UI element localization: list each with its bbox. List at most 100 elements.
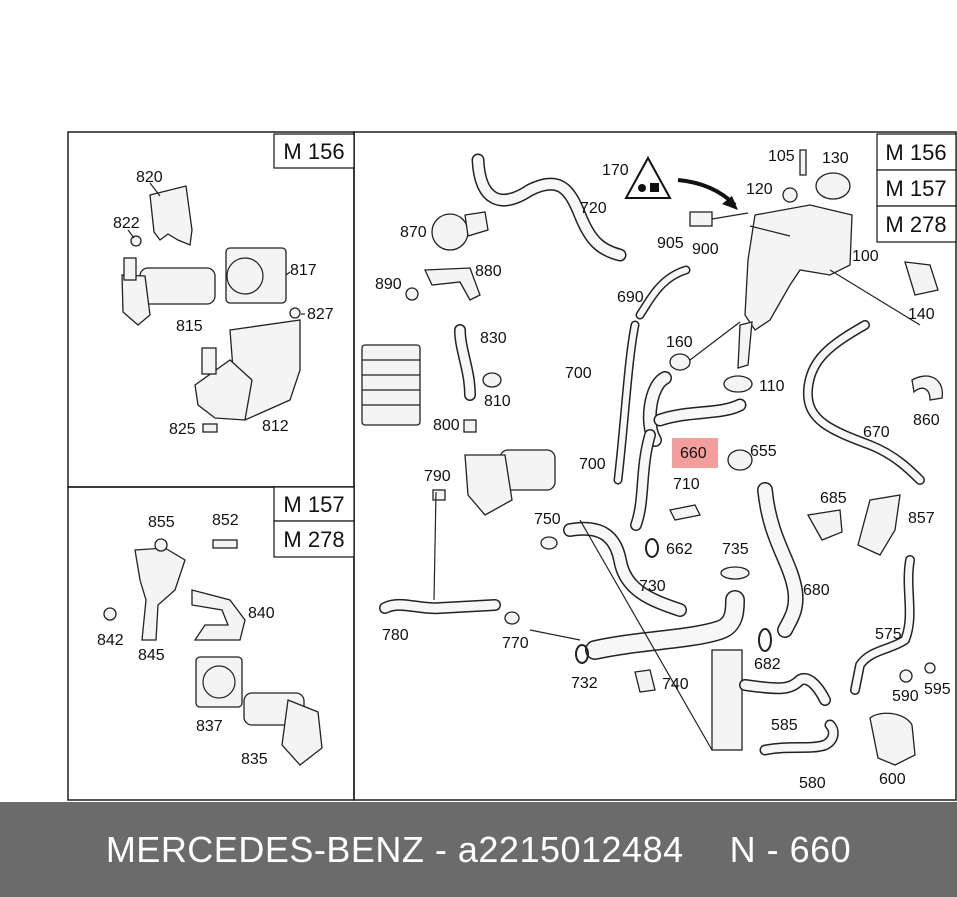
part-700-hose [613, 320, 640, 485]
part-815-pump [121, 257, 216, 326]
label-815: 815 [176, 318, 203, 335]
label-857: 857 [908, 510, 935, 527]
part-732-ring [575, 644, 589, 664]
footer-part-number: a2215012484 [457, 828, 684, 870]
label-140: 140 [908, 306, 935, 323]
part-780-hose [379, 598, 501, 615]
part-770-clamp [504, 611, 520, 625]
part-690-hose [635, 265, 691, 320]
label-810: 810 [484, 393, 511, 410]
part-732-hose [585, 590, 745, 660]
svg-text:M 156: M 156 [885, 140, 946, 165]
label-735: 735 [722, 541, 749, 558]
label-682: 682 [754, 656, 781, 673]
part-660-hose [630, 371, 747, 531]
label-812: 812 [262, 418, 289, 435]
part-790-clamp [432, 489, 446, 501]
label-590: 590 [892, 688, 919, 705]
part-817-cover [225, 247, 287, 304]
part-655-clamp [727, 449, 753, 471]
footer-ref: N - 660 [729, 828, 852, 870]
label-130: 130 [822, 150, 849, 167]
label-105: 105 [768, 148, 795, 165]
part-110-grommet [723, 375, 753, 393]
label-690: 690 [617, 289, 644, 306]
part-105-clip [799, 149, 807, 176]
part-835-pump [243, 692, 323, 766]
label-685: 685 [820, 490, 847, 507]
leader-lines-right [433, 225, 921, 641]
label-835: 835 [241, 751, 268, 768]
label-880: 880 [475, 263, 502, 280]
part-595-washer [924, 662, 936, 674]
label-700b: 700 [579, 456, 606, 473]
label-720: 720 [580, 200, 607, 217]
label-740: 740 [662, 676, 689, 693]
part-730-hose [563, 521, 687, 617]
part-680-hose [757, 482, 804, 638]
model-tag-right: M 156 M 157 M 278 [876, 133, 957, 243]
label-827: 827 [307, 306, 334, 323]
part-800-washer [463, 419, 477, 433]
part-820-bracket [149, 185, 193, 246]
label-780: 780 [382, 627, 409, 644]
label-905: 905 [657, 235, 684, 252]
model-tag-left-top: M 156 [273, 133, 355, 169]
label-822: 822 [113, 215, 140, 232]
svg-text:M 157: M 157 [885, 176, 946, 201]
svg-text:M 156: M 156 [283, 139, 344, 164]
part-600-pump [869, 712, 916, 766]
label-600: 600 [879, 771, 906, 788]
part-880-bracket [423, 267, 481, 301]
label-580: 580 [799, 775, 826, 792]
part-855-washer [154, 538, 168, 552]
part-870-housing [431, 211, 489, 251]
part-140-clamp [904, 261, 939, 296]
part-pump-main [464, 449, 556, 516]
label-852: 852 [212, 512, 239, 529]
label-900: 900 [692, 241, 719, 258]
part-827-bolt [289, 307, 301, 319]
leader-lines-left-top [127, 182, 305, 315]
label-750: 750 [534, 511, 561, 528]
part-585-hose [739, 673, 831, 706]
svg-text:M 278: M 278 [283, 527, 344, 552]
label-670: 670 [863, 424, 890, 441]
part-852-bolt [212, 539, 238, 549]
part-oil-cooler [361, 344, 421, 426]
label-660: 660 [680, 445, 707, 462]
part-130-cap [815, 172, 851, 200]
part-100-expansion-tank [737, 204, 853, 369]
panel-right [353, 131, 957, 801]
part-120-nut [782, 187, 798, 203]
part-822-bolt [130, 235, 142, 247]
part-750-clamp [540, 536, 558, 550]
part-590-bolt [899, 669, 913, 683]
callout-labels: 820 822 817 815 827 825 812 855 852 840 … [97, 148, 951, 792]
part-842-nut [103, 607, 117, 621]
part-720-hose [471, 153, 627, 262]
label-837: 837 [196, 718, 223, 735]
label-820: 820 [136, 169, 163, 186]
part-580-hose [759, 719, 839, 756]
label-680: 680 [803, 582, 830, 599]
part-710-clamp [669, 504, 701, 521]
label-710: 710 [673, 476, 700, 493]
part-160-clamp [669, 353, 691, 371]
part-735-clamp [720, 566, 750, 580]
footer-brand: MERCEDES-BENZ [105, 828, 425, 870]
part-890-bolt [405, 287, 419, 301]
label-110: 110 [759, 378, 785, 395]
label-830: 830 [480, 330, 507, 347]
part-840-strap [191, 589, 246, 641]
part-170-warning-label [624, 155, 738, 210]
part-radiator [579, 519, 743, 751]
label-585: 585 [771, 717, 798, 734]
label-732: 732 [571, 675, 598, 692]
label-825: 825 [169, 421, 196, 438]
model-tag-left-bottom: M 157 M 278 [273, 486, 355, 558]
label-890: 890 [375, 276, 402, 293]
part-575-pipe [850, 555, 915, 695]
part-837-cover [195, 656, 243, 708]
